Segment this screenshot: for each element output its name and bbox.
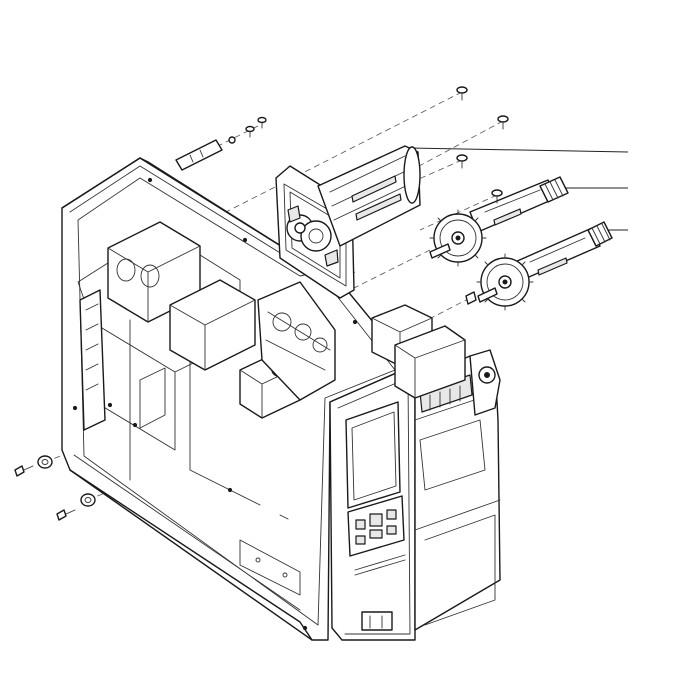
screw-5 bbox=[456, 154, 468, 169]
print-mechanism bbox=[371, 304, 501, 631]
front-cover bbox=[329, 366, 416, 641]
spindle-2-threaded-end bbox=[587, 221, 613, 247]
screw-7 bbox=[14, 465, 34, 477]
supply-spindle-2 bbox=[465, 221, 613, 311]
callout-leaders bbox=[409, 147, 629, 231]
screw-4 bbox=[497, 115, 509, 130]
control-keypad bbox=[347, 495, 405, 557]
circuit-board bbox=[79, 289, 106, 431]
screw-6 bbox=[491, 189, 503, 204]
screw-1 bbox=[245, 125, 255, 138]
drive-mechanism bbox=[257, 281, 336, 401]
supply-spindle-1 bbox=[429, 176, 569, 267]
display-window bbox=[345, 401, 401, 509]
screw-3 bbox=[456, 86, 468, 101]
spindle-mounting-bracket bbox=[275, 145, 421, 299]
small-shaft bbox=[175, 136, 236, 171]
washer-2 bbox=[80, 493, 96, 507]
drive-unit bbox=[169, 279, 256, 371]
callout-leader-1 bbox=[409, 147, 629, 153]
screw-8 bbox=[56, 509, 76, 521]
screw-2 bbox=[257, 116, 267, 129]
washer-1 bbox=[37, 455, 53, 469]
fasteners bbox=[14, 86, 509, 521]
